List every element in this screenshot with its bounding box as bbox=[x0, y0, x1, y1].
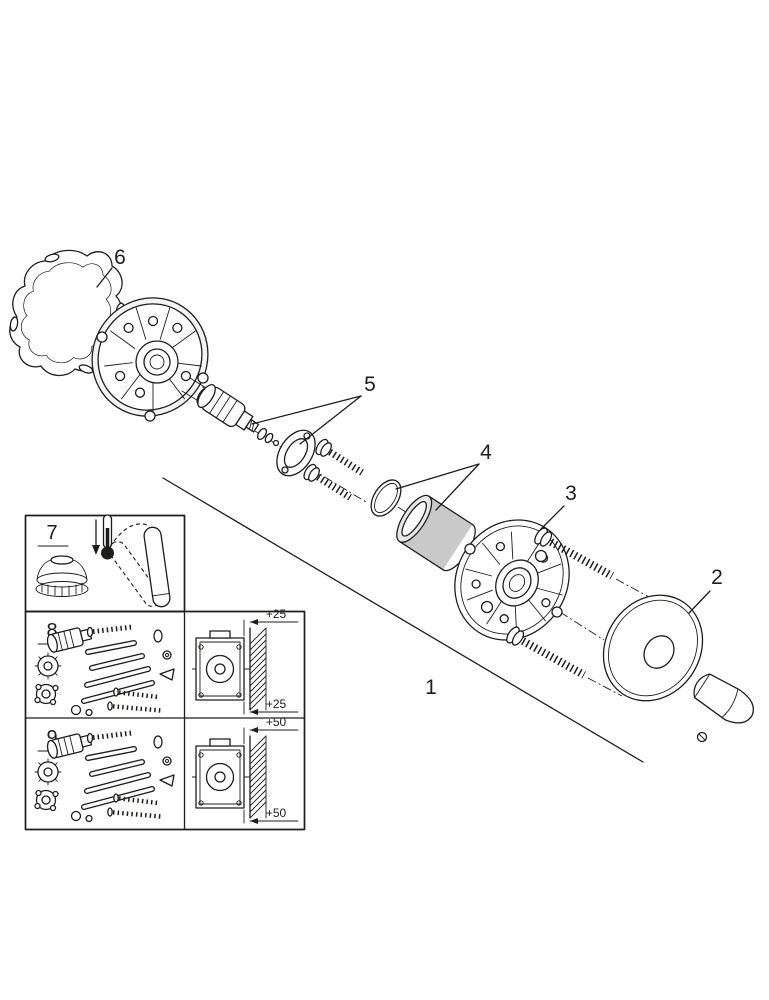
callout-8: 8 bbox=[46, 620, 57, 642]
callout-1: 1 bbox=[425, 676, 437, 699]
dim-8-bottom: +25 bbox=[266, 697, 287, 711]
inset-box-7: 7 bbox=[24, 514, 186, 613]
inset-box-8: 8 +25 +25 bbox=[35, 607, 299, 716]
parts-kit-9 bbox=[35, 731, 174, 821]
thermometer-icon bbox=[92, 514, 114, 560]
callout-5: 5 bbox=[364, 373, 376, 396]
callout-7: 7 bbox=[46, 522, 57, 544]
dimension-box9-top: +50 bbox=[243, 715, 299, 745]
retaining-ring bbox=[276, 429, 316, 477]
callout-6: 6 bbox=[114, 246, 126, 269]
fixing-screws bbox=[303, 438, 364, 501]
inset-box-9: 9 +50 +50 bbox=[35, 715, 299, 824]
escutcheon bbox=[602, 594, 704, 702]
callout-leaders bbox=[96, 267, 711, 614]
cartridge-washers bbox=[256, 427, 280, 447]
dim-9-top: +50 bbox=[266, 715, 287, 729]
cartridge bbox=[197, 383, 260, 433]
valve-body bbox=[91, 297, 212, 422]
mounting-plate bbox=[454, 519, 570, 641]
callout-9: 9 bbox=[46, 727, 57, 749]
plate-screws bbox=[506, 527, 650, 697]
handle-removal-sketch bbox=[108, 523, 171, 608]
callout-4: 4 bbox=[480, 441, 492, 464]
plaster-cap bbox=[35, 555, 89, 597]
callout-3: 3 bbox=[565, 482, 577, 505]
o-ring bbox=[370, 479, 402, 517]
dimension-box8-bottom: +25 bbox=[243, 697, 299, 715]
dim-9-bottom: +50 bbox=[266, 806, 287, 820]
dimension-box9-bottom: +50 bbox=[243, 806, 299, 824]
parts-kit-8 bbox=[35, 625, 174, 715]
dim-8-top: +25 bbox=[266, 607, 287, 621]
inset-frame-8-9 bbox=[24, 610, 306, 831]
callout-1-leader bbox=[162, 477, 644, 763]
extension-sleeve bbox=[396, 494, 476, 572]
wall-section-8 bbox=[191, 627, 267, 711]
lever-handle bbox=[693, 673, 755, 743]
dimension-box8-top: +25 bbox=[243, 607, 299, 637]
wall-section-9 bbox=[191, 735, 267, 819]
callout-2: 2 bbox=[711, 566, 723, 589]
